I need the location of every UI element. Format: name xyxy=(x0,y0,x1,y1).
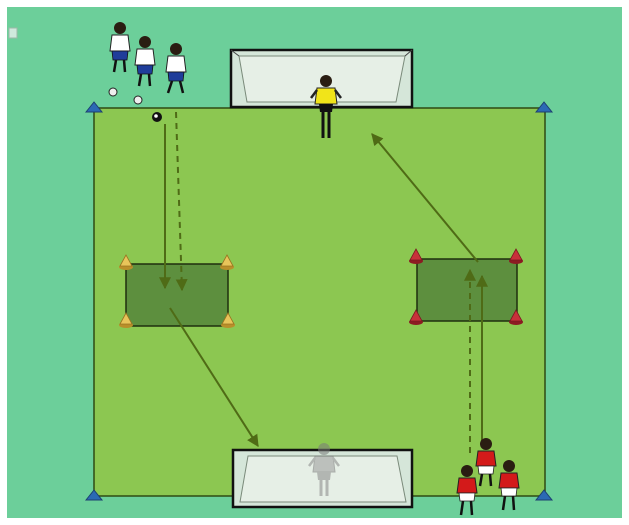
player-icon xyxy=(110,22,130,72)
corner-marker-icon xyxy=(86,102,102,112)
left-zone xyxy=(126,264,228,326)
player-icon xyxy=(135,36,155,86)
ball-icon xyxy=(109,88,117,96)
right-zone xyxy=(417,259,517,321)
player-icon xyxy=(166,43,186,93)
ball-icon xyxy=(152,112,162,122)
ball-icon xyxy=(134,96,142,104)
corner-logo-icon xyxy=(9,28,17,38)
corner-marker-icon xyxy=(536,102,552,112)
